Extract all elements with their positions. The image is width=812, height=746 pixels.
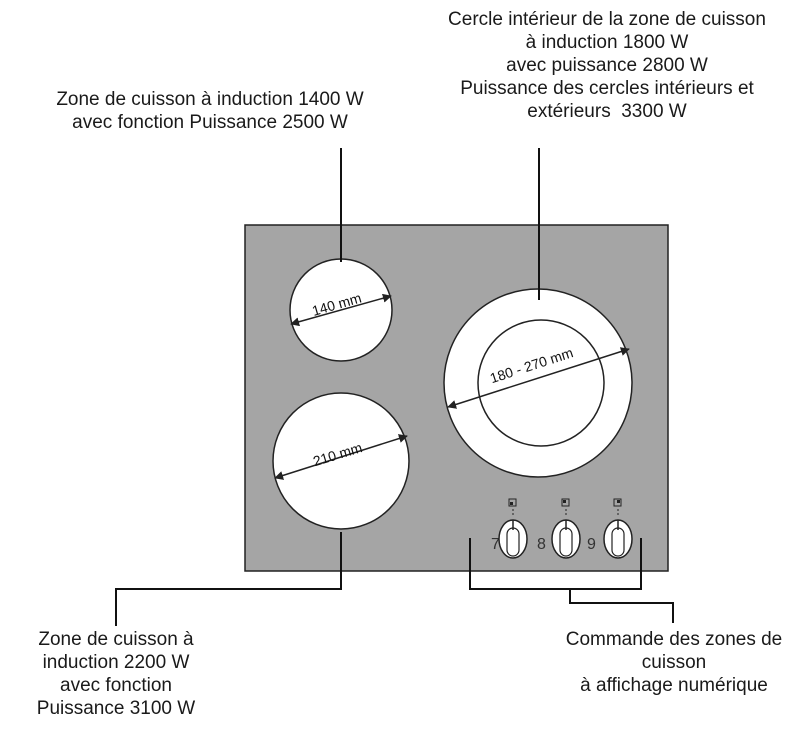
caption-line: Zone de cuisson à induction 1400 W <box>56 89 364 110</box>
caption-large-zone: Zone de cuisson à induction 2200 W avec … <box>0 628 232 720</box>
caption-line: Puissance des cercles intérieurs et <box>460 78 754 99</box>
zone-large-dimension-arrow <box>274 434 408 480</box>
knob-7[interactable]: 7 <box>491 498 528 559</box>
leader-bracket-controls <box>469 538 674 623</box>
knob-8-number: 8 <box>537 536 546 553</box>
zone-small-dimension-arrow <box>290 293 392 327</box>
caption-line: Commande des zones de <box>565 629 783 650</box>
caption-line: avec puissance 2800 W <box>506 55 708 76</box>
caption-controls: Commande des zones de cuisson à affichag… <box>536 628 812 697</box>
caption-line: induction 2200 W <box>42 652 190 673</box>
knob-7-number: 7 <box>491 536 500 553</box>
leader-line-large-zone <box>115 532 342 626</box>
knob-8[interactable]: 8 <box>537 498 581 559</box>
caption-line: avec fonction Puissance 2500 W <box>72 112 348 133</box>
caption-line: extérieurs 3300 W <box>527 101 687 122</box>
knob-9-number: 9 <box>587 536 596 553</box>
knob-9[interactable]: 9 <box>587 498 633 559</box>
zone-position-top-right-icon <box>613 498 622 507</box>
caption-line: avec fonction <box>60 675 172 696</box>
caption-line: cuisson <box>641 652 707 673</box>
caption-line: Cercle intérieur de la zone de cuisson <box>448 9 766 30</box>
caption-line: à induction 1800 W <box>525 32 689 53</box>
caption-line: Zone de cuisson à <box>38 629 194 650</box>
zone-position-top-left-icon <box>561 498 570 507</box>
caption-line: Puissance 3100 W <box>36 698 196 719</box>
caption-line: à affichage numérique <box>580 675 768 696</box>
zone-dual-dimension-arrow <box>447 347 630 409</box>
caption-small-zone: Zone de cuisson à induction 1400 W avec … <box>10 88 410 134</box>
zone-position-bottom-left-icon <box>508 498 517 507</box>
caption-dual-zone: Cercle intérieur de la zone de cuisson à… <box>407 8 807 123</box>
